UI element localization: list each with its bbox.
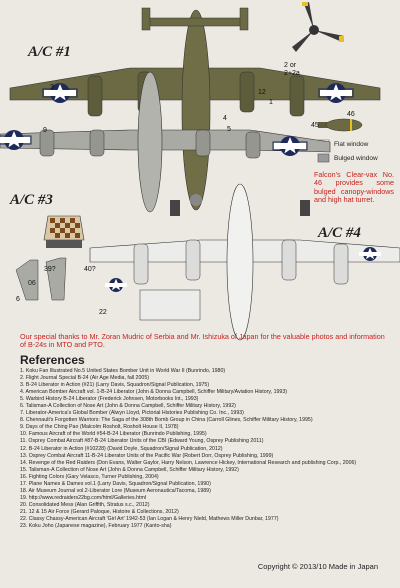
callout-1: 1 xyxy=(269,99,273,106)
reference-item: 11. Osprey Combat Aircraft #87-B-24 Libe… xyxy=(20,438,264,445)
reference-item: 8. Chennault's Forgotten Warriors: The S… xyxy=(20,417,313,424)
callout-45: 45 xyxy=(311,122,319,129)
reference-item: 21. 12 & 15 Air Force (Gerard Paloque, H… xyxy=(20,508,179,515)
propeller-drawing xyxy=(292,2,344,52)
flat-window-label: Flat window xyxy=(334,141,369,148)
callout-4: 4 xyxy=(223,115,227,122)
callout-6: 6 xyxy=(16,296,20,303)
reference-item: 9. Days of the Ching Pao (Malcolm Roshol… xyxy=(20,424,179,431)
reference-item: 18. Air Museum Journal vol.2-Liberator L… xyxy=(20,487,211,494)
reference-item: 19. http://www.redraiders22bg.com/html/G… xyxy=(20,494,147,501)
falcon-clear-vax-note: Falcon's Clear-vax No. 46 provides some … xyxy=(314,170,394,205)
callout-9: 9 xyxy=(43,127,47,134)
reference-item: 7. Liberator-America's Global Bomber (Al… xyxy=(20,410,244,417)
ac3-nose-checker xyxy=(43,215,85,248)
reference-item: 6. Talisman-A Collection of Nose Art (Jo… xyxy=(20,403,236,410)
ac4-label: A/C #4 xyxy=(318,225,361,241)
reference-item: 1. Koku Fan Illustrated No.5 United Stat… xyxy=(20,368,226,374)
callout-40: 40? xyxy=(84,266,96,273)
reference-item: 22. Classy Chassy-American Aircraft 'Gir… xyxy=(20,515,279,522)
svg-text:06: 06 xyxy=(28,280,36,287)
callout-12: 12 xyxy=(258,89,266,96)
reference-item: 14. Revenge of the Red Raiders (Don Evan… xyxy=(20,459,357,466)
special-thanks-note: Our special thanks to Mr. Zoran Mudric o… xyxy=(20,332,385,350)
bomb-drawing xyxy=(318,118,363,132)
callout-22: 22 xyxy=(99,309,107,316)
reference-item: 15. Talisman-A Collection of Nose Art (J… xyxy=(20,466,239,473)
callout-2-or-2a: 2 or 2+2a xyxy=(284,62,300,77)
ac1-bottom-view xyxy=(0,71,331,213)
reference-item: 2. Flight Journal Special B-24 (Air Age … xyxy=(20,375,149,382)
reference-item: 17. Plane Names & Dames vol.1 (Larry Dav… xyxy=(20,480,211,487)
callout-46: 46 xyxy=(347,111,355,118)
ac1-label: A/C #1 xyxy=(28,44,71,60)
ac3-tail-fins: 06 xyxy=(15,257,67,301)
ac4-top-view xyxy=(89,183,400,341)
reference-item: 13. Osprey Combat Aircraft 11-B-24 Liber… xyxy=(20,452,274,459)
reference-item: 16. Fighting Colors (Gary Velasco, Turne… xyxy=(20,473,159,480)
reference-item: 4. American Bomber Aircraft vol. 1-B-24 … xyxy=(20,389,287,396)
reference-item: 5. Warbird History B-24 Liberator (Frede… xyxy=(20,396,199,403)
reference-item: 3. B-24 Liberator in Action (#21) (Larry… xyxy=(20,382,210,389)
ac3-label: A/C #3 xyxy=(10,192,53,208)
reference-item: 20. Consolidated Mess (Alan Griffith, St… xyxy=(20,501,150,508)
callout-5: 5 xyxy=(227,126,231,133)
reference-item: 23. Koku Joho (Japanese magazine), Febru… xyxy=(20,523,172,530)
callout-3: 3 xyxy=(50,84,54,91)
bulged-window-label: Bulged window xyxy=(334,155,378,162)
bulged-window-swatch xyxy=(317,153,330,163)
references-heading: References xyxy=(20,353,85,367)
reference-item: 10. Famous Aircraft of the World #54-B-2… xyxy=(20,431,207,438)
references-list: 1. Koku Fan Illustrated No.5 United Stat… xyxy=(20,368,395,530)
decal-illustrations: 06 xyxy=(0,2,400,341)
callout-39: 39? xyxy=(44,266,56,273)
reference-item: 12. B-24 Liberator in Action (#10228) (D… xyxy=(20,445,223,452)
copyright-notice: Copyright © 2013/10 Made in Japan xyxy=(257,562,378,571)
